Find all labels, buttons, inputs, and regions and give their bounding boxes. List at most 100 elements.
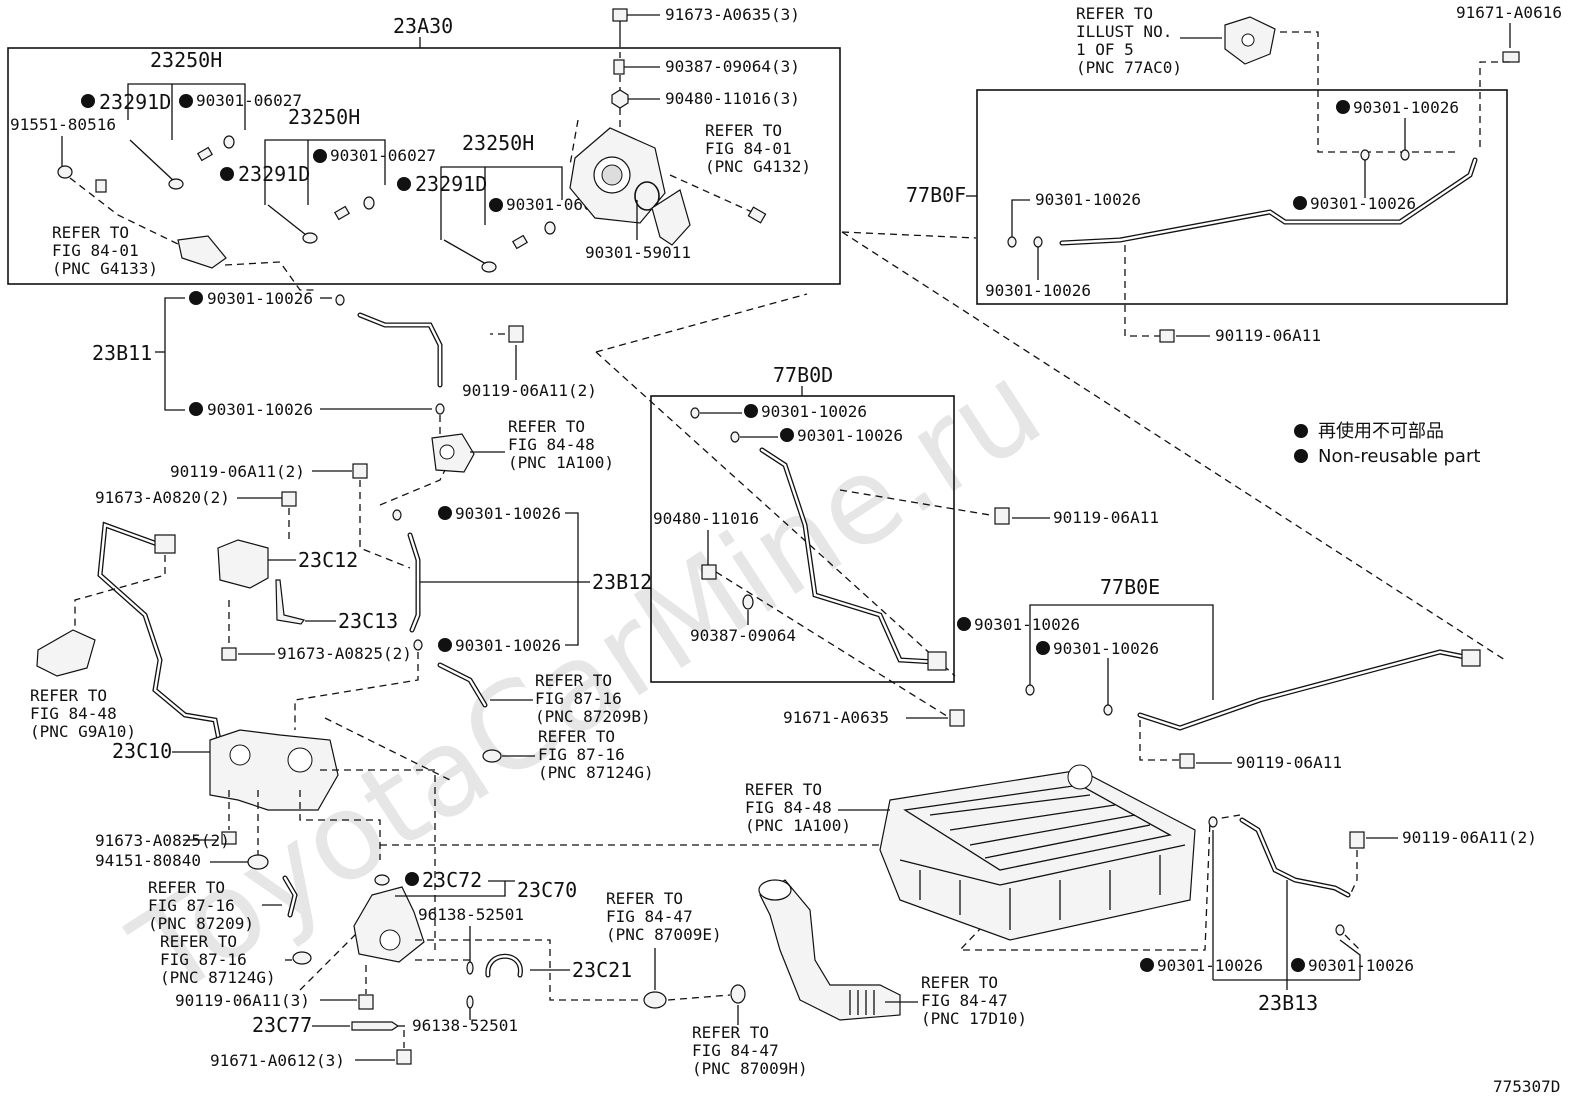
non-reusable-dot bbox=[81, 94, 95, 108]
refer-fig-84-47-17d10[interactable]: REFER TO FIG 84-47 (PNC 17D10) bbox=[921, 973, 1027, 1028]
label-91673-A0825-a[interactable]: 91673-A0825(2) bbox=[277, 644, 412, 663]
label-90119-06A11-3[interactable]: 90119-06A11(3) bbox=[175, 991, 310, 1010]
refer-fig-87-16-87209[interactable]: REFER TO FIG 87-16 (PNC 87209) bbox=[148, 878, 254, 933]
label-23C12[interactable]: 23C12 bbox=[298, 548, 358, 572]
label-91673-A0825-b[interactable]: 91673-A0825(2) bbox=[95, 831, 230, 850]
label-90119-06A11-e[interactable]: 90119-06A11 bbox=[1236, 753, 1342, 772]
group-77B0D: 77B0D 90301-10026 90301-10026 90480-1101… bbox=[650, 363, 1159, 727]
refer-fig-84-01-g4132[interactable]: REFER TO FIG 84-01 (PNC G4132) bbox=[705, 121, 811, 176]
label-23291D-c[interactable]: 23291D bbox=[415, 172, 487, 196]
legend-jp: 再使用不可部品 bbox=[1318, 421, 1444, 442]
gasket-ring bbox=[634, 181, 660, 211]
svg-text:FIG 87-16: FIG 87-16 bbox=[538, 745, 625, 764]
label-90301-10026-b12b[interactable]: 90301-10026 bbox=[455, 636, 561, 655]
refer-illust-1-of-5[interactable]: REFER TO ILLUST NO. 1 OF 5 (PNC 77AC0) bbox=[1076, 4, 1182, 77]
refer-fig-87-16-87124g-a[interactable]: REFER TO FIG 87-16 (PNC 87124G) bbox=[538, 727, 654, 782]
label-90301-10026-b13b[interactable]: 90301-10026 bbox=[1308, 956, 1414, 975]
label-23B11[interactable]: 23B11 bbox=[92, 341, 152, 365]
legend: 再使用不可部品 Non-reusable part bbox=[1294, 421, 1480, 467]
label-23250H-b[interactable]: 23250H bbox=[288, 105, 360, 129]
label-23C10[interactable]: 23C10 bbox=[112, 739, 172, 763]
label-90119-06A11-2c[interactable]: 90119-06A11(2) bbox=[1402, 828, 1537, 847]
label-90480-11016[interactable]: 90480-11016 bbox=[653, 509, 759, 528]
label-90387-09064-3[interactable]: 90387-09064(3) bbox=[665, 57, 800, 76]
label-90301-06027-a[interactable]: 90301-06027 bbox=[196, 91, 302, 110]
label-90301-10026-e1[interactable]: 90301-10026 bbox=[974, 615, 1080, 634]
legend-en: Non-reusable part bbox=[1318, 446, 1480, 467]
label-90301-10026-f4[interactable]: 90301-10026 bbox=[985, 281, 1091, 300]
label-90301-10026-f2[interactable]: 90301-10026 bbox=[1310, 194, 1416, 213]
wire-harness bbox=[98, 523, 222, 747]
refer-fig-87-16-87124g-b[interactable]: REFER TO FIG 87-16 (PNC 87124G) bbox=[160, 932, 276, 987]
connector bbox=[154, 534, 176, 554]
label-77B0F[interactable]: 77B0F bbox=[906, 183, 966, 207]
label-90301-10026-f1[interactable]: 90301-10026 bbox=[1353, 98, 1459, 117]
non-reusable-dot bbox=[179, 94, 193, 108]
label-90301-10026-d2[interactable]: 90301-10026 bbox=[797, 426, 903, 445]
label-90301-10026-d1[interactable]: 90301-10026 bbox=[761, 402, 867, 421]
svg-text:REFER TO: REFER TO bbox=[745, 780, 822, 799]
label-23250H-c[interactable]: 23250H bbox=[462, 131, 534, 155]
svg-text:REFER TO: REFER TO bbox=[160, 932, 237, 951]
svg-text:(PNC 1A100): (PNC 1A100) bbox=[745, 816, 851, 835]
fuel-pipe-23B11 bbox=[358, 313, 442, 387]
fuel-pipe-23B13 bbox=[1240, 818, 1350, 897]
svg-text:FIG 84-01: FIG 84-01 bbox=[52, 241, 139, 260]
label-91671-A0635[interactable]: 91671-A0635 bbox=[783, 708, 889, 727]
label-90387-09064[interactable]: 90387-09064 bbox=[690, 626, 796, 645]
label-23C70[interactable]: 23C70 bbox=[517, 878, 577, 902]
label-90301-10026-b11b[interactable]: 90301-10026 bbox=[207, 400, 313, 419]
label-77B0E[interactable]: 77B0E bbox=[1100, 575, 1160, 599]
refer-fig-84-48-g9a10[interactable]: REFER TO FIG 84-48 (PNC G9A10) bbox=[30, 686, 136, 741]
label-90301-10026-b12a[interactable]: 90301-10026 bbox=[455, 504, 561, 523]
refer-fig-84-48-1a100-a[interactable]: REFER TO FIG 84-48 (PNC 1A100) bbox=[508, 417, 614, 472]
label-91671-A0616[interactable]: 91671-A0616 bbox=[1456, 3, 1562, 22]
svg-text:(PNC 87209): (PNC 87209) bbox=[148, 914, 254, 933]
label-77B0D[interactable]: 77B0D bbox=[773, 363, 833, 387]
refer-fig-84-48-1a100-c[interactable]: REFER TO FIG 84-48 (PNC 1A100) bbox=[745, 780, 851, 835]
svg-text:(PNC 87124G): (PNC 87124G) bbox=[538, 763, 654, 782]
label-90119-06A11-2b[interactable]: 90119-06A11(2) bbox=[170, 462, 305, 481]
label-90119-06A11-2a[interactable]: 90119-06A11(2) bbox=[462, 381, 597, 400]
label-91673-A0635-3[interactable]: 91673-A0635(3) bbox=[665, 5, 800, 24]
label-91673-A0820[interactable]: 91673-A0820(2) bbox=[95, 488, 230, 507]
label-90301-59011[interactable]: 90301-59011 bbox=[585, 243, 691, 262]
label-23C72[interactable]: 23C72 bbox=[422, 868, 482, 892]
label-90301-10026-b13a[interactable]: 90301-10026 bbox=[1157, 956, 1263, 975]
label-23B12[interactable]: 23B12 bbox=[592, 570, 652, 594]
label-90301-10026-b11a[interactable]: 90301-10026 bbox=[207, 289, 313, 308]
label-23B13[interactable]: 23B13 bbox=[1258, 991, 1318, 1015]
label-96138-52501-a[interactable]: 96138-52501 bbox=[418, 905, 524, 924]
label-94151-80840[interactable]: 94151-80840 bbox=[95, 851, 201, 870]
refer-fig-84-01-g4133[interactable]: REFER TO FIG 84-01 (PNC G4133) bbox=[52, 223, 158, 278]
svg-text:(PNC 87009H): (PNC 87009H) bbox=[692, 1059, 808, 1078]
fuel-pipe-77B0F bbox=[1060, 158, 1477, 245]
label-23A30[interactable]: 23A30 bbox=[393, 14, 453, 38]
label-96138-52501-b[interactable]: 96138-52501 bbox=[412, 1016, 518, 1035]
label-23C21[interactable]: 23C21 bbox=[572, 958, 632, 982]
label-90301-10026-e2[interactable]: 90301-10026 bbox=[1053, 639, 1159, 658]
svg-text:FIG 84-01: FIG 84-01 bbox=[705, 139, 792, 158]
label-90119-06A11-d[interactable]: 90119-06A11 bbox=[1053, 508, 1159, 527]
label-91671-A0612[interactable]: 91671-A0612(3) bbox=[210, 1051, 345, 1070]
clip-part bbox=[57, 165, 73, 179]
fuel-pipe-77B0D bbox=[760, 448, 937, 664]
svg-text:REFER TO: REFER TO bbox=[30, 686, 107, 705]
refer-fig-84-47-87009e[interactable]: REFER TO FIG 84-47 (PNC 87009E) bbox=[606, 889, 722, 944]
refer-fig-87-16-87209b[interactable]: REFER TO FIG 87-16 (PNC 87209B) bbox=[535, 671, 651, 726]
label-90480-11016-3[interactable]: 90480-11016(3) bbox=[665, 89, 800, 108]
label-91551-80516[interactable]: 91551-80516 bbox=[10, 115, 116, 134]
engine-block-1a100 bbox=[879, 769, 1196, 941]
label-90301-10026-f3[interactable]: 90301-10026 bbox=[1035, 190, 1141, 209]
label-90301-06027-b[interactable]: 90301-06027 bbox=[330, 146, 436, 165]
label-90119-06A11-f[interactable]: 90119-06A11 bbox=[1215, 326, 1321, 345]
svg-text:REFER TO: REFER TO bbox=[692, 1023, 769, 1042]
label-23291D-a[interactable]: 23291D bbox=[99, 90, 171, 114]
label-23291D-b[interactable]: 23291D bbox=[238, 162, 310, 186]
label-23C77[interactable]: 23C77 bbox=[252, 1013, 312, 1037]
label-23C13[interactable]: 23C13 bbox=[338, 609, 398, 633]
gasket-23C77 bbox=[351, 1021, 400, 1031]
svg-text:(PNC G4133): (PNC G4133) bbox=[52, 259, 158, 278]
label-23250H-a[interactable]: 23250H bbox=[150, 48, 222, 72]
refer-fig-84-47-87009h[interactable]: REFER TO FIG 84-47 (PNC 87009H) bbox=[692, 1023, 808, 1078]
